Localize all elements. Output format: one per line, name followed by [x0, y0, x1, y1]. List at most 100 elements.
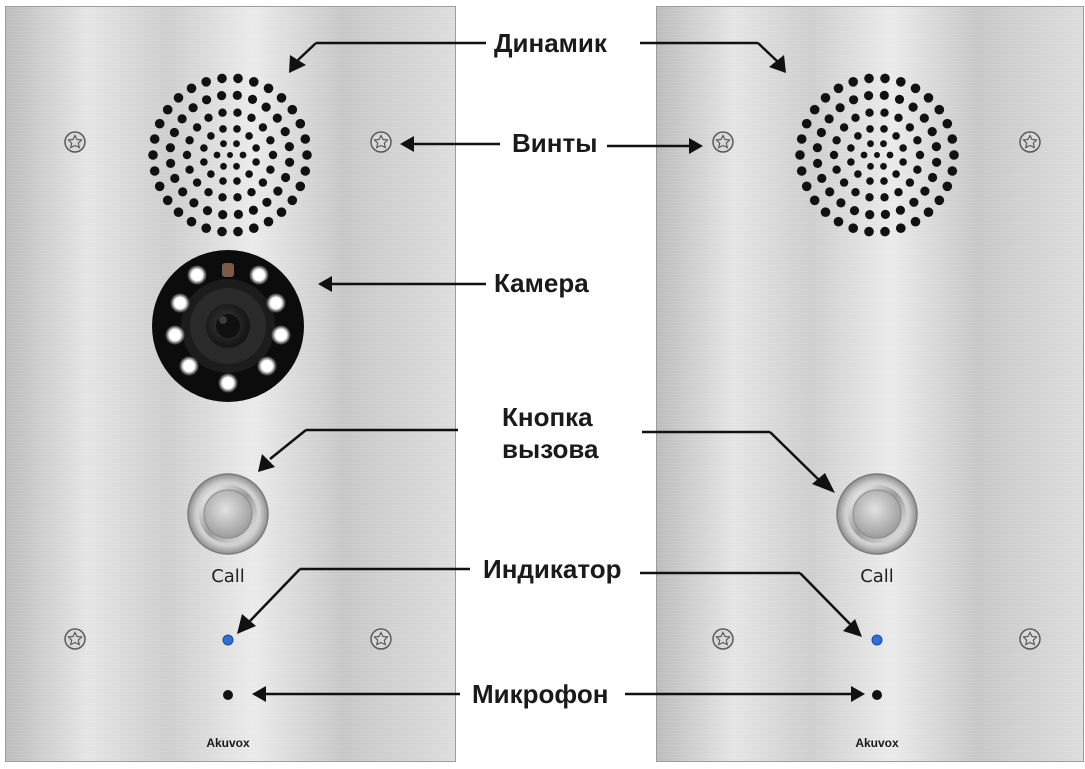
speaker-hole [247, 113, 256, 123]
ir-led [271, 325, 291, 345]
speaker-hole [905, 123, 915, 132]
speaker-hole [189, 198, 199, 208]
speaker-hole [809, 195, 820, 206]
speaker-hole [248, 205, 258, 215]
speaker-hole [949, 150, 959, 160]
speaker-hole [169, 127, 179, 138]
speaker-hole [801, 118, 812, 129]
speaker-hole [258, 178, 268, 187]
speaker-hole [233, 226, 243, 237]
screw-icon [1019, 628, 1041, 650]
speaker-hole [233, 193, 242, 202]
speaker-hole [154, 181, 165, 192]
speaker-hole [239, 151, 247, 159]
speaker-hole [880, 108, 889, 117]
arrow-camera [318, 276, 486, 292]
screw-icon [1019, 131, 1041, 153]
speaker-hole [835, 103, 845, 113]
speaker-hole [849, 206, 860, 216]
speaker-hole [262, 197, 272, 207]
speaker-hole [149, 166, 160, 176]
speaker-hole [148, 150, 158, 160]
speaker-hole [920, 186, 930, 196]
speaker-hole [201, 77, 211, 87]
speaker-hole [864, 73, 874, 84]
speaker-hole [796, 166, 807, 176]
speaker-hole [913, 165, 922, 174]
speaker-hole [261, 102, 271, 112]
call-label-right: Call [860, 566, 894, 587]
speaker-hole [272, 113, 282, 123]
arrow-screws-right [607, 138, 703, 154]
speaker-hole [796, 134, 807, 144]
speaker-hole [886, 151, 894, 159]
speaker-hole [218, 210, 228, 220]
speaker-hole [165, 143, 175, 153]
speaker-hole [860, 151, 868, 159]
speaker-hole [909, 197, 919, 207]
speaker-hole [263, 83, 274, 94]
speaker-hole [931, 142, 942, 152]
speaker-hole [220, 162, 227, 170]
speaker-hole [287, 195, 298, 206]
callout-indicator: Индикатор [483, 554, 622, 584]
arrow-speaker-left [289, 41, 486, 73]
call-button-right[interactable] [836, 473, 918, 555]
speaker-hole [820, 207, 831, 217]
callout-camera: Камера [494, 268, 589, 298]
ir-led [179, 356, 199, 376]
speaker-hole [247, 94, 258, 104]
speaker-hole [252, 158, 260, 166]
speaker-hole [249, 223, 259, 233]
speaker-hole [839, 178, 849, 187]
speaker-hole [848, 223, 858, 233]
speaker-hole [880, 193, 889, 202]
microphone-hole-left [223, 690, 233, 700]
speaker-hole [895, 205, 906, 215]
speaker-grille-left [148, 73, 312, 237]
speaker-hole [832, 136, 841, 145]
speaker-hole [865, 108, 874, 117]
speaker-hole [233, 177, 241, 185]
light-sensor [222, 263, 234, 277]
speaker-hole [833, 216, 844, 227]
speaker-hole [185, 165, 194, 174]
arrow-screws-left [400, 136, 500, 152]
speaker-hole [227, 152, 233, 158]
speaker-hole [896, 77, 906, 87]
speaker-hole [302, 150, 312, 160]
speaker-hole [817, 173, 827, 183]
speaker-hole [866, 125, 874, 133]
speaker-hole [813, 158, 823, 168]
speaker-hole [934, 195, 945, 206]
speaker-hole [824, 114, 834, 124]
arrow-indicator-left [237, 567, 470, 634]
screw-icon [64, 131, 86, 153]
speaker-hole [908, 102, 918, 112]
arrow-microphone-right [625, 686, 865, 702]
speaker-hole [880, 140, 887, 148]
speaker-hole [217, 91, 227, 101]
speaker-hole [942, 118, 953, 129]
speaker-hole [162, 104, 173, 115]
screw-icon [712, 131, 734, 153]
speaker-hole [220, 140, 227, 148]
screw-icon [712, 628, 734, 650]
call-button-left[interactable] [187, 473, 269, 555]
speaker-hole [896, 223, 906, 233]
speaker-hole [880, 177, 888, 185]
speaker-hole [204, 113, 213, 123]
speaker-hole [287, 104, 298, 115]
speaker-hole [894, 94, 905, 104]
arrow-call-left [258, 428, 458, 472]
speaker-hole [166, 158, 176, 168]
speaker-hole [854, 132, 862, 140]
indicator-led-right [871, 634, 883, 646]
speaker-hole [899, 158, 907, 166]
speaker-hole [284, 142, 294, 152]
speaker-hole [839, 123, 849, 132]
speaker-hole [273, 186, 283, 196]
speaker-hole [923, 93, 934, 103]
speaker-hole [866, 177, 874, 185]
speaker-hole [864, 91, 874, 101]
